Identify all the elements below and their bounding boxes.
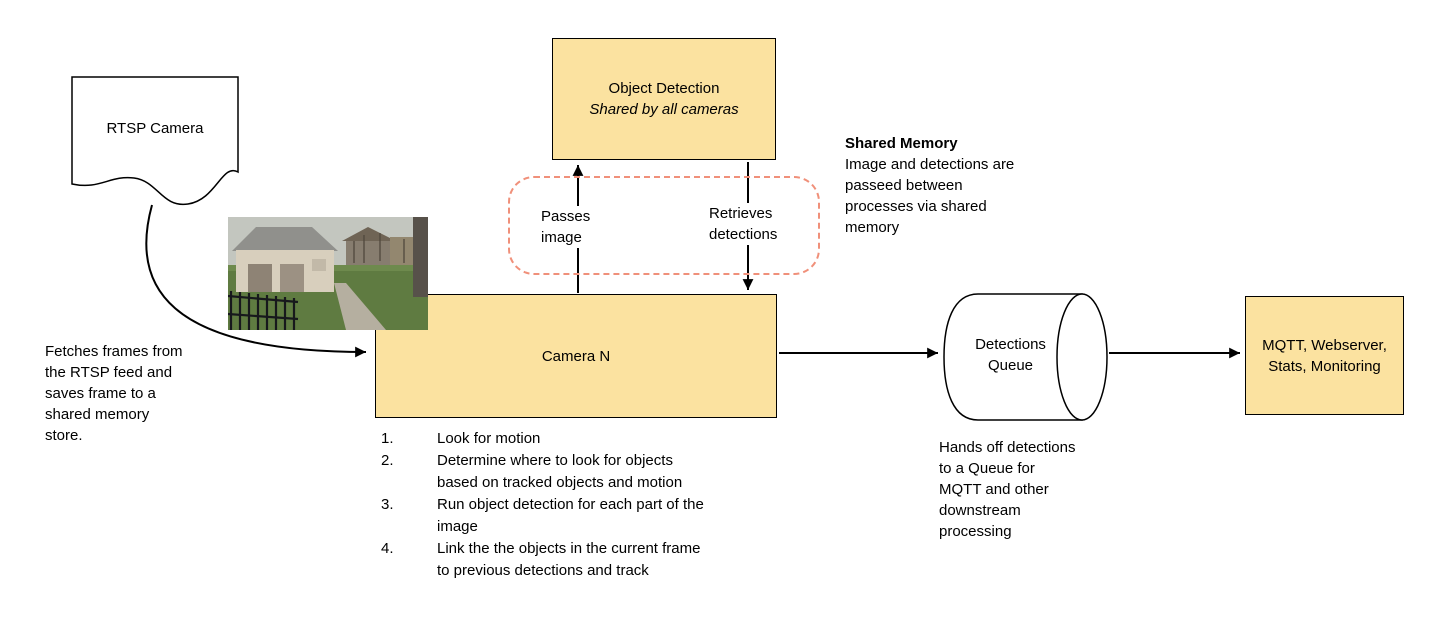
rtsp-camera-label: RTSP Camera xyxy=(106,120,204,137)
queue-note: Hands off detections to a Queue for MQTT… xyxy=(939,439,1076,540)
shared-memory-title: Shared Memory xyxy=(845,135,958,152)
rtsp-fetch-note: Fetches frames from the RTSP feed and sa… xyxy=(45,343,183,444)
output-node: MQTT, Webserver, Stats, Monitoring xyxy=(1245,296,1404,415)
rtsp-camera-shape xyxy=(71,76,239,206)
step-text: Link the the objects in the current fram… xyxy=(437,540,701,579)
camera-photo-image xyxy=(227,217,428,330)
camera-n-node: Camera N xyxy=(375,294,777,418)
camera-step: 2. Determine where to look for objects b… xyxy=(381,450,781,494)
step-number: 2. xyxy=(381,452,394,469)
shared-memory-region xyxy=(508,176,820,275)
retrieves-detections-label: Retrieves detections xyxy=(706,203,781,245)
object-detection-subtitle: Shared by all cameras xyxy=(589,101,739,118)
camera-step: 4. Link the the objects in the current f… xyxy=(381,538,781,582)
detections-queue-label: Detections Queue xyxy=(975,336,1046,374)
step-text: Run object detection for each part of th… xyxy=(437,496,704,535)
step-number: 4. xyxy=(381,540,394,557)
passes-image-label: Passes image xyxy=(538,206,594,248)
camera-step: 1. Look for motion xyxy=(381,428,781,450)
detections-queue-cap xyxy=(1056,293,1108,421)
object-detection-title: Object Detection xyxy=(608,80,720,97)
step-number: 3. xyxy=(381,496,394,513)
detections-queue-shape xyxy=(943,293,1083,421)
step-text: Look for motion xyxy=(437,430,541,447)
step-number: 1. xyxy=(381,430,394,447)
rtsp-to-camera-arrow xyxy=(145,204,367,358)
camera-snapshot xyxy=(227,217,428,336)
shared-memory-note: Shared Memory Image and detections are p… xyxy=(845,133,1075,238)
camera-n-label: Camera N xyxy=(541,347,611,365)
shared-memory-body: Image and detections are passeed between… xyxy=(845,156,1015,236)
camera-steps-list: 1. Look for motion 2. Determine where to… xyxy=(381,428,781,582)
camera-step: 3. Run object detection for each part of… xyxy=(381,494,781,538)
step-text: Determine where to look for objects base… xyxy=(437,452,683,491)
output-label: MQTT, Webserver, Stats, Monitoring xyxy=(1262,336,1387,375)
object-detection-node: Object Detection Shared by all cameras xyxy=(552,38,776,160)
